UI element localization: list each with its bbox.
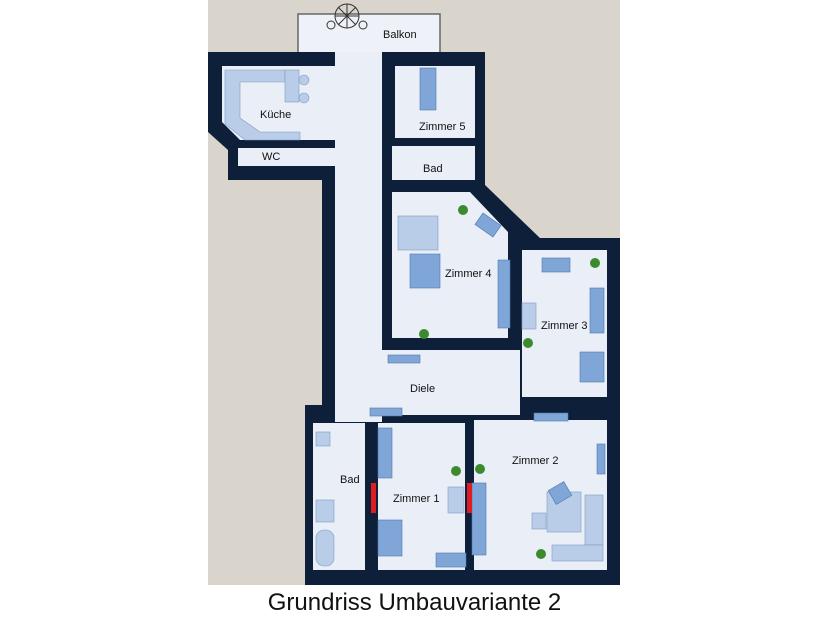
label-balkon: Balkon	[383, 29, 417, 41]
room-diele	[335, 350, 520, 415]
label-zimmer2: Zimmer 2	[512, 455, 558, 467]
parasol-icon	[326, 3, 368, 30]
floors	[222, 52, 607, 570]
label-zimmer4: Zimmer 4	[445, 268, 491, 280]
room-wc	[238, 148, 340, 166]
plant-icons	[419, 205, 600, 559]
wall-opening-marker	[467, 483, 472, 513]
furniture	[224, 67, 606, 568]
label-zimmer1: Zimmer 1	[393, 493, 439, 505]
label-kueche: Küche	[260, 109, 291, 121]
label-zimmer3: Zimmer 3	[541, 320, 587, 332]
label-diele: Diele	[410, 383, 435, 395]
room-zimmer4	[392, 192, 508, 338]
label-zimmer5: Zimmer 5	[419, 121, 465, 133]
room-bad-top	[392, 146, 475, 180]
label-bad-bottom: Bad	[340, 474, 360, 486]
wall-opening-marker	[371, 483, 376, 513]
label-wc: WC	[262, 151, 280, 163]
label-bad-top: Bad	[423, 163, 443, 175]
balcony	[297, 13, 441, 55]
room-kueche	[222, 66, 340, 140]
plan-caption: Grundriss Umbauvariante 2	[267, 589, 562, 616]
